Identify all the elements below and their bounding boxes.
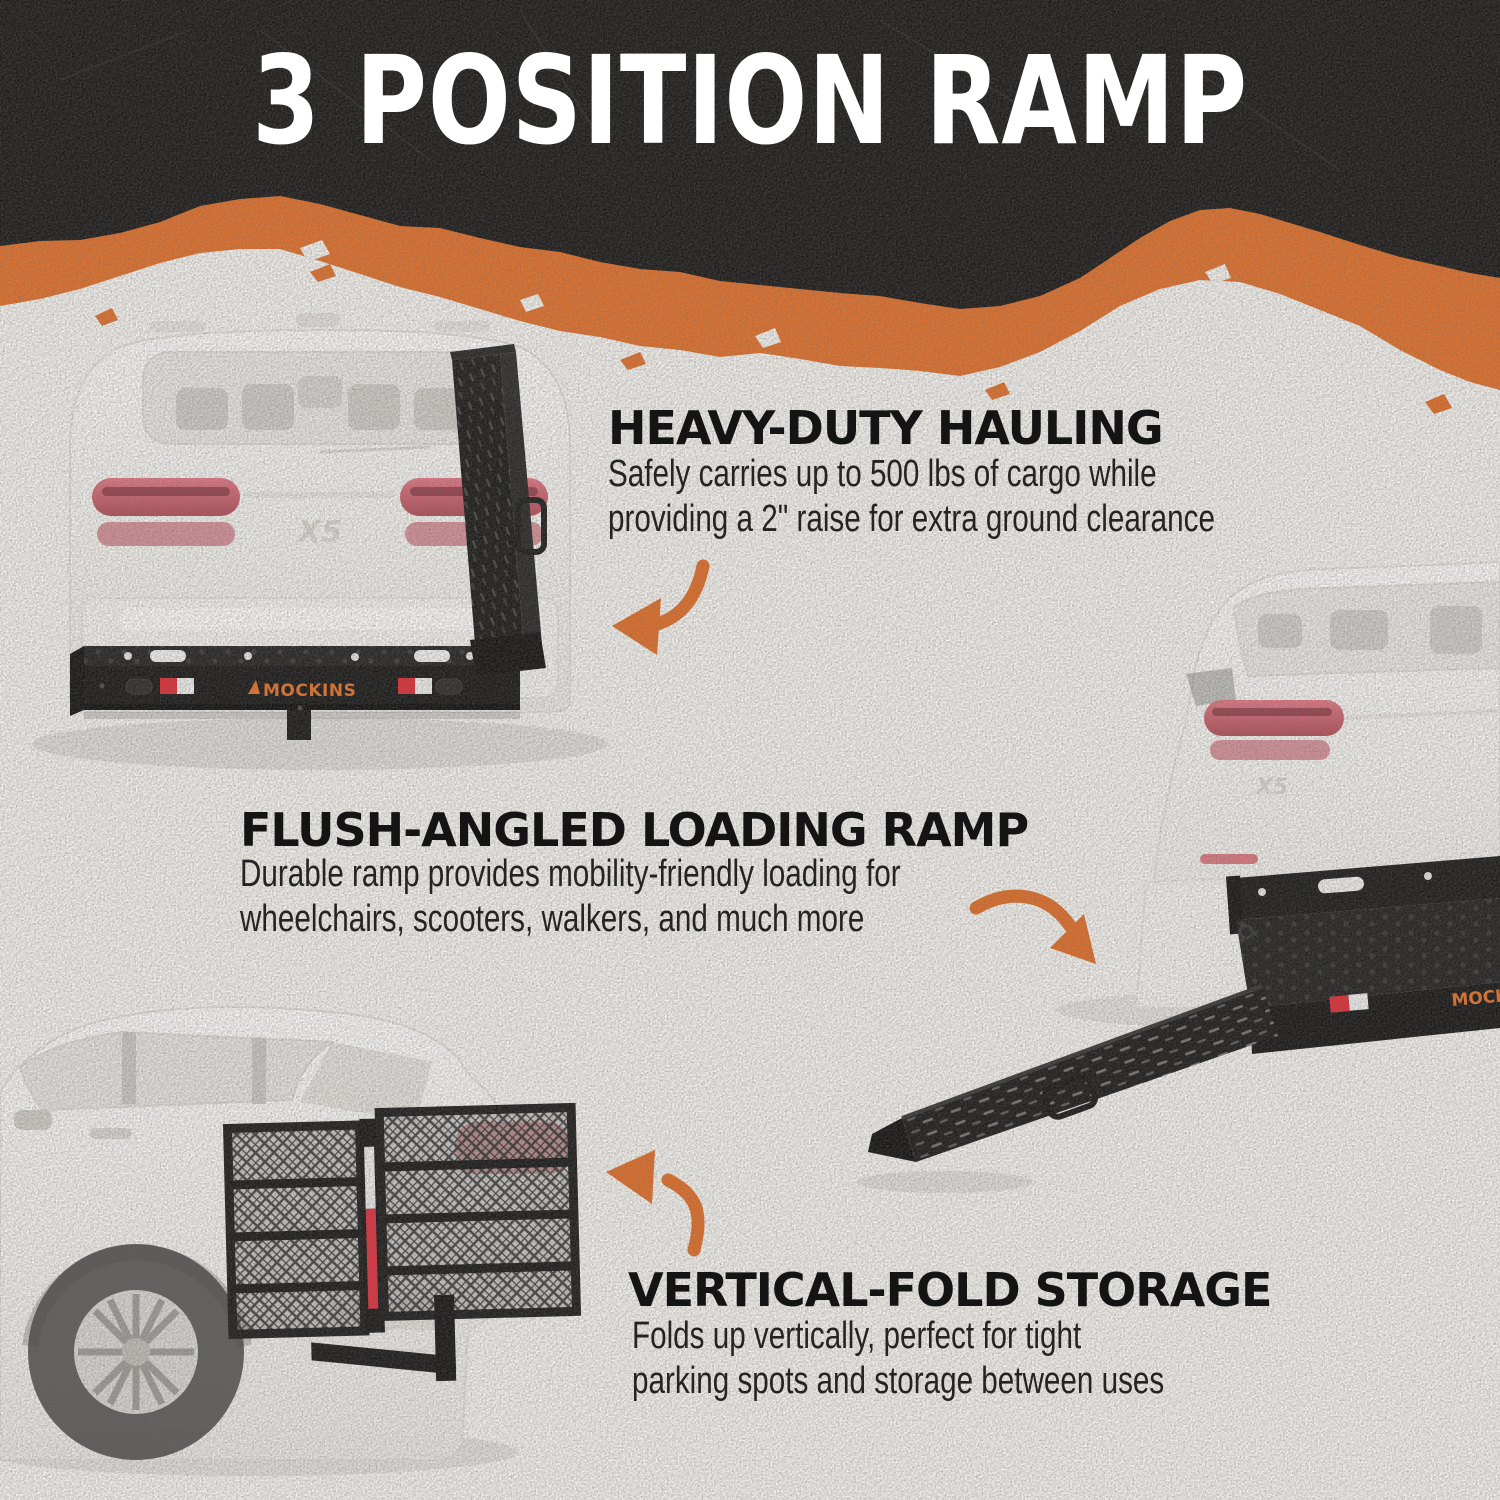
section-heading-vertical-fold-storage: VERTICAL-FOLD STORAGE [628,1263,1272,1317]
hitch-stem [287,710,311,740]
section-body-flush-angled-loading-ramp: Durable ramp provides mobility-friendly … [240,852,901,942]
body-line: providing a 2" raise for extra ground cl… [608,498,1215,540]
section-body-heavy-duty-hauling: Safely carries up to 500 lbs of cargo wh… [608,452,1215,542]
section-body-vertical-fold-storage: Folds up vertically, perfect for tight p… [632,1314,1164,1404]
body-line: Durable ramp provides mobility-friendly … [240,853,901,895]
section-heading-flush-angled-loading-ramp: FLUSH-ANGLED LOADING RAMP [240,803,1029,857]
reflective-strip-white [364,1146,376,1209]
vehicle-badge: X5 [296,515,342,550]
section-heading-heavy-duty-hauling: HEAVY-DUTY HAULING [608,401,1164,455]
rear-wheel [28,1244,244,1460]
body-line: Safely carries up to 500 lbs of cargo wh… [608,453,1157,495]
mockins-logo: MOCKINS [263,681,356,701]
vehicle-badge: X5 [1254,775,1288,800]
body-line: wheelchairs, scooters, walkers, and much… [240,898,865,940]
body-line: parking spots and storage between uses [632,1360,1165,1402]
page-title: 3 POSITION RAMP [252,30,1248,172]
body-line: Folds up vertically, perfect for tight [632,1315,1082,1357]
